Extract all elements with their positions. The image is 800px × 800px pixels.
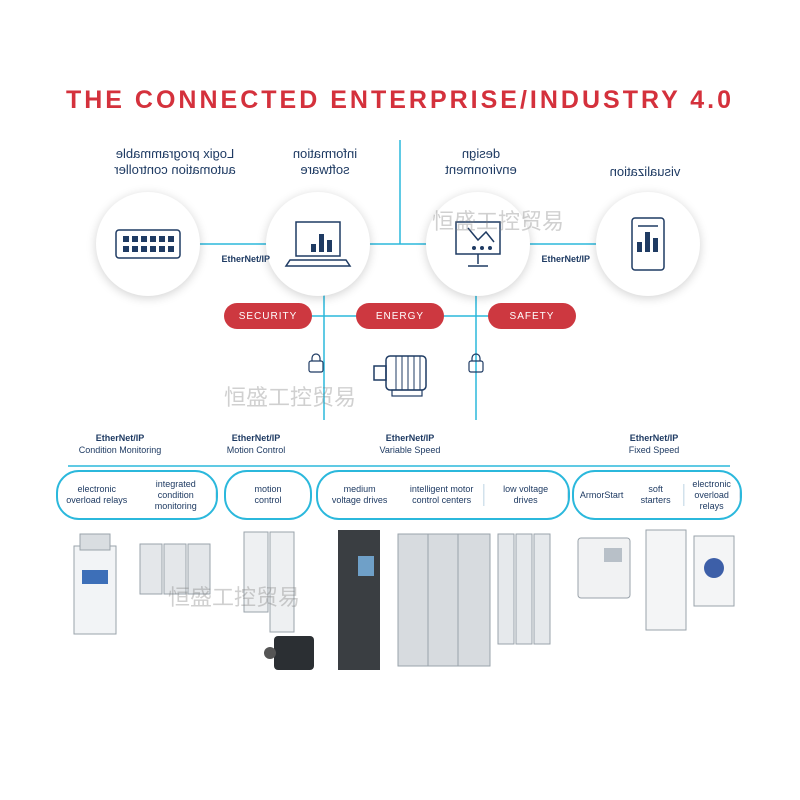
energy-pill: ENERGY [356, 303, 444, 329]
ethernet-label-right: EtherNet/IP [541, 254, 590, 264]
watermark: 恒盛工控贸易 [167, 585, 300, 610]
overload-relay-device-2 [693, 535, 735, 607]
label-visualization: visualization [609, 164, 681, 179]
lock-icon [308, 353, 324, 373]
low-voltage-drive-device [497, 533, 551, 645]
soft-starter-device [645, 529, 687, 631]
motion-drive-device [243, 531, 295, 633]
tablet-chart-icon [631, 217, 665, 271]
security-pill: SECURITY [224, 303, 312, 329]
watermark: 恒盛工控贸易 [431, 209, 564, 234]
lock-icon [468, 353, 484, 373]
category-item[interactable]: ArmorStart [579, 489, 624, 500]
design-environment-node[interactable] [426, 192, 530, 296]
ethernet-label-left: EtherNet/IP [221, 254, 270, 264]
condition-monitoring-device [139, 543, 211, 595]
overload-relay-device [73, 533, 117, 635]
information-software-node[interactable] [266, 192, 370, 296]
monitor-design-icon [455, 221, 501, 267]
watermark: 恒盛工控贸易 [223, 385, 356, 410]
motor-icon [373, 355, 427, 397]
plc-node[interactable] [96, 192, 200, 296]
safety-pill: SAFETY [488, 303, 576, 329]
armorstart-device [577, 537, 631, 599]
visualization-node[interactable] [596, 192, 700, 296]
servo-motor-device [264, 636, 314, 670]
laptop-chart-icon [284, 221, 352, 267]
plc-icon [115, 229, 181, 259]
motor-control-center-device [397, 533, 491, 667]
medium-voltage-drive-device [338, 530, 380, 670]
